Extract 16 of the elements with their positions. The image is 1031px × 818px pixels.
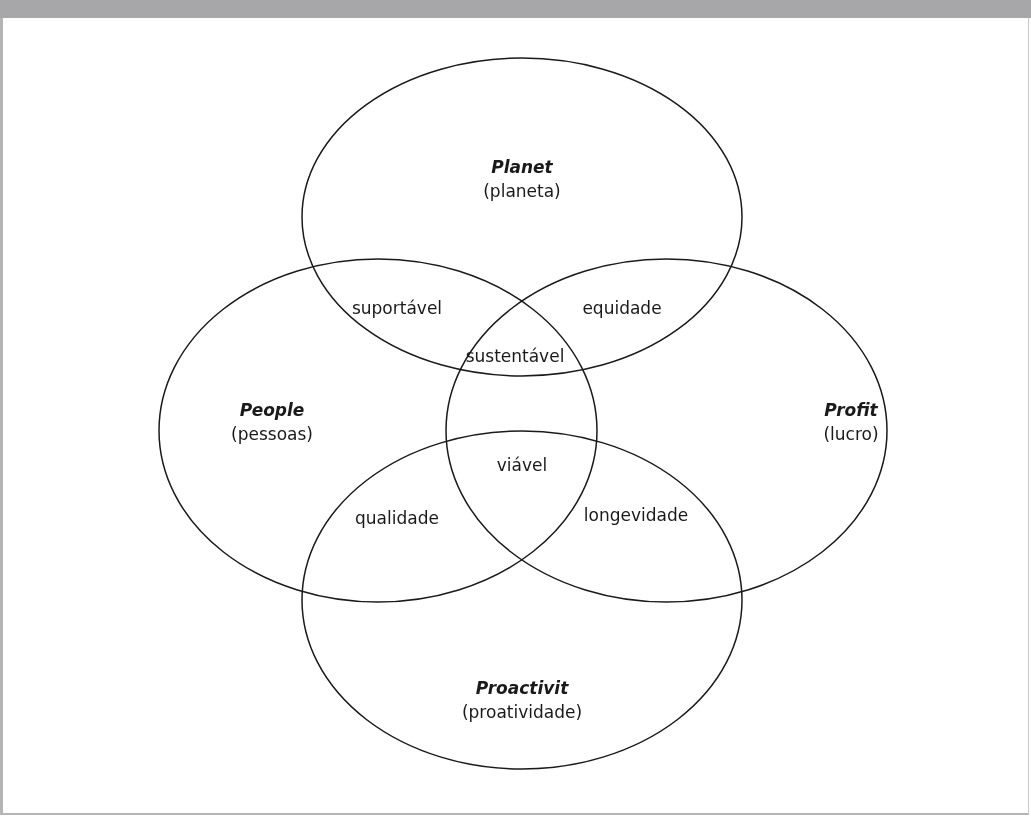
set-title: People [239,399,305,422]
intersection-label: longevidade [583,505,689,525]
set-subtitle: (planeta) [483,180,561,203]
venn-ellipse [301,57,743,377]
set-title: Planet [491,156,553,179]
set-subtitle: (proatividade) [461,701,583,724]
venn-ellipse [445,258,888,603]
intersection-label: qualidade [355,508,439,528]
intersection-label: viável [496,455,548,475]
set-title: Proactivit [475,677,569,700]
intersection-label: sustentável [465,346,565,366]
set-subtitle: (lucro) [823,423,879,446]
set-subtitle: (pessoas) [231,423,313,446]
intersection-label: suportável [351,298,443,318]
set-title: Profit [824,399,878,422]
intersection-label: equidade [582,298,662,318]
